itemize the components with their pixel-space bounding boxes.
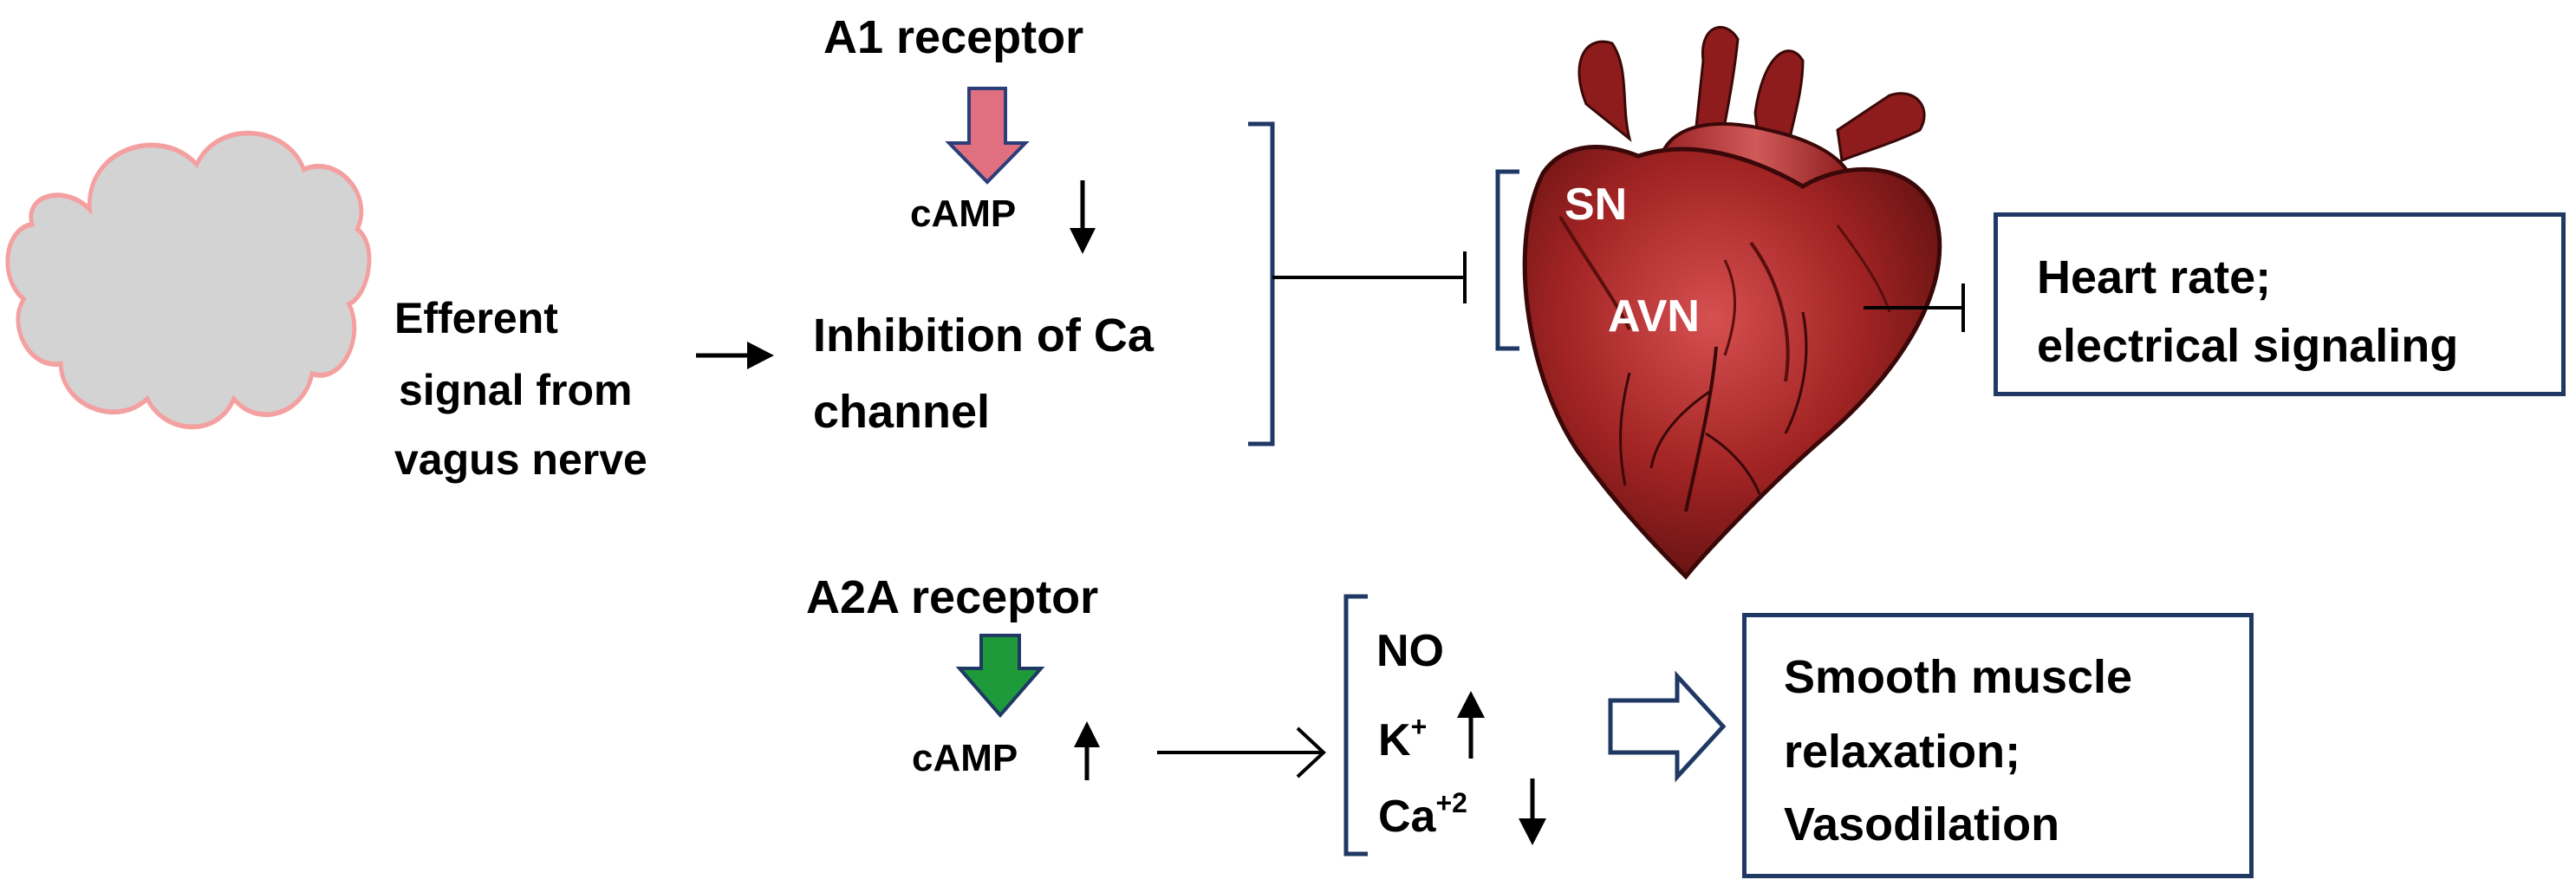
inhibition-line-2: channel: [813, 386, 991, 438]
vagus-line-3: vagus nerve: [394, 435, 647, 484]
vagus-arrow-head: [747, 342, 774, 369]
ca-label: Ca+2: [1378, 789, 1467, 839]
no-label: NO: [1376, 626, 1444, 676]
heart-icon: [1522, 25, 1942, 580]
k-superscript: +: [1410, 711, 1428, 742]
a2a-receptor-label: A2A receptor: [806, 571, 1099, 623]
a2a-camp-label: cAMP: [912, 737, 1018, 779]
camp-up-arrow-head: [1074, 721, 1100, 747]
a1-camp-label: cAMP: [910, 192, 1017, 235]
ca-superscript: +2: [1435, 787, 1467, 818]
a2a-arrow-icon: [955, 634, 1045, 719]
heart-rate-line-1: Heart rate;: [2037, 251, 2272, 303]
ca-down-arrow-head: [1519, 818, 1546, 845]
smooth-muscle-box: Smooth muscle relaxation; Vasodilation: [1742, 613, 2254, 878]
k-symbol: K: [1378, 715, 1411, 765]
heart-bracket: [1495, 169, 1519, 351]
smooth-muscle-line-3: Vasodilation: [1784, 798, 2060, 850]
vagus-line-1: Efferent: [394, 294, 558, 342]
inhibition-line-1: Inhibition of Ca: [813, 309, 1154, 362]
smooth-muscle-line-2: relaxation;: [1784, 726, 2021, 778]
cloud-icon: [5, 130, 372, 430]
a2a-arrow-head: [1296, 726, 1326, 779]
hollow-right-arrow-icon: [1608, 670, 1727, 783]
k-label: K+: [1378, 713, 1427, 763]
k-up-arrow-head: [1457, 691, 1485, 718]
heart-rate-box: Heart rate; electrical signaling: [1994, 212, 2566, 396]
sn-label: SN: [1564, 179, 1627, 230]
heart-rate-line-2: electrical signaling: [2037, 320, 2459, 372]
vagus-line-2: signal from: [399, 366, 633, 414]
camp-down-arrow-head: [1070, 228, 1096, 254]
a1-arrow-icon: [945, 87, 1030, 185]
ca-symbol: Ca: [1378, 792, 1436, 842]
avn-label: AVN: [1608, 291, 1700, 342]
smooth-muscle-line-1: Smooth muscle: [1784, 651, 2133, 703]
a1-bracket: [1248, 121, 1275, 446]
a1-receptor-label: A1 receptor: [823, 11, 1084, 63]
a2a-bracket: [1343, 594, 1368, 857]
